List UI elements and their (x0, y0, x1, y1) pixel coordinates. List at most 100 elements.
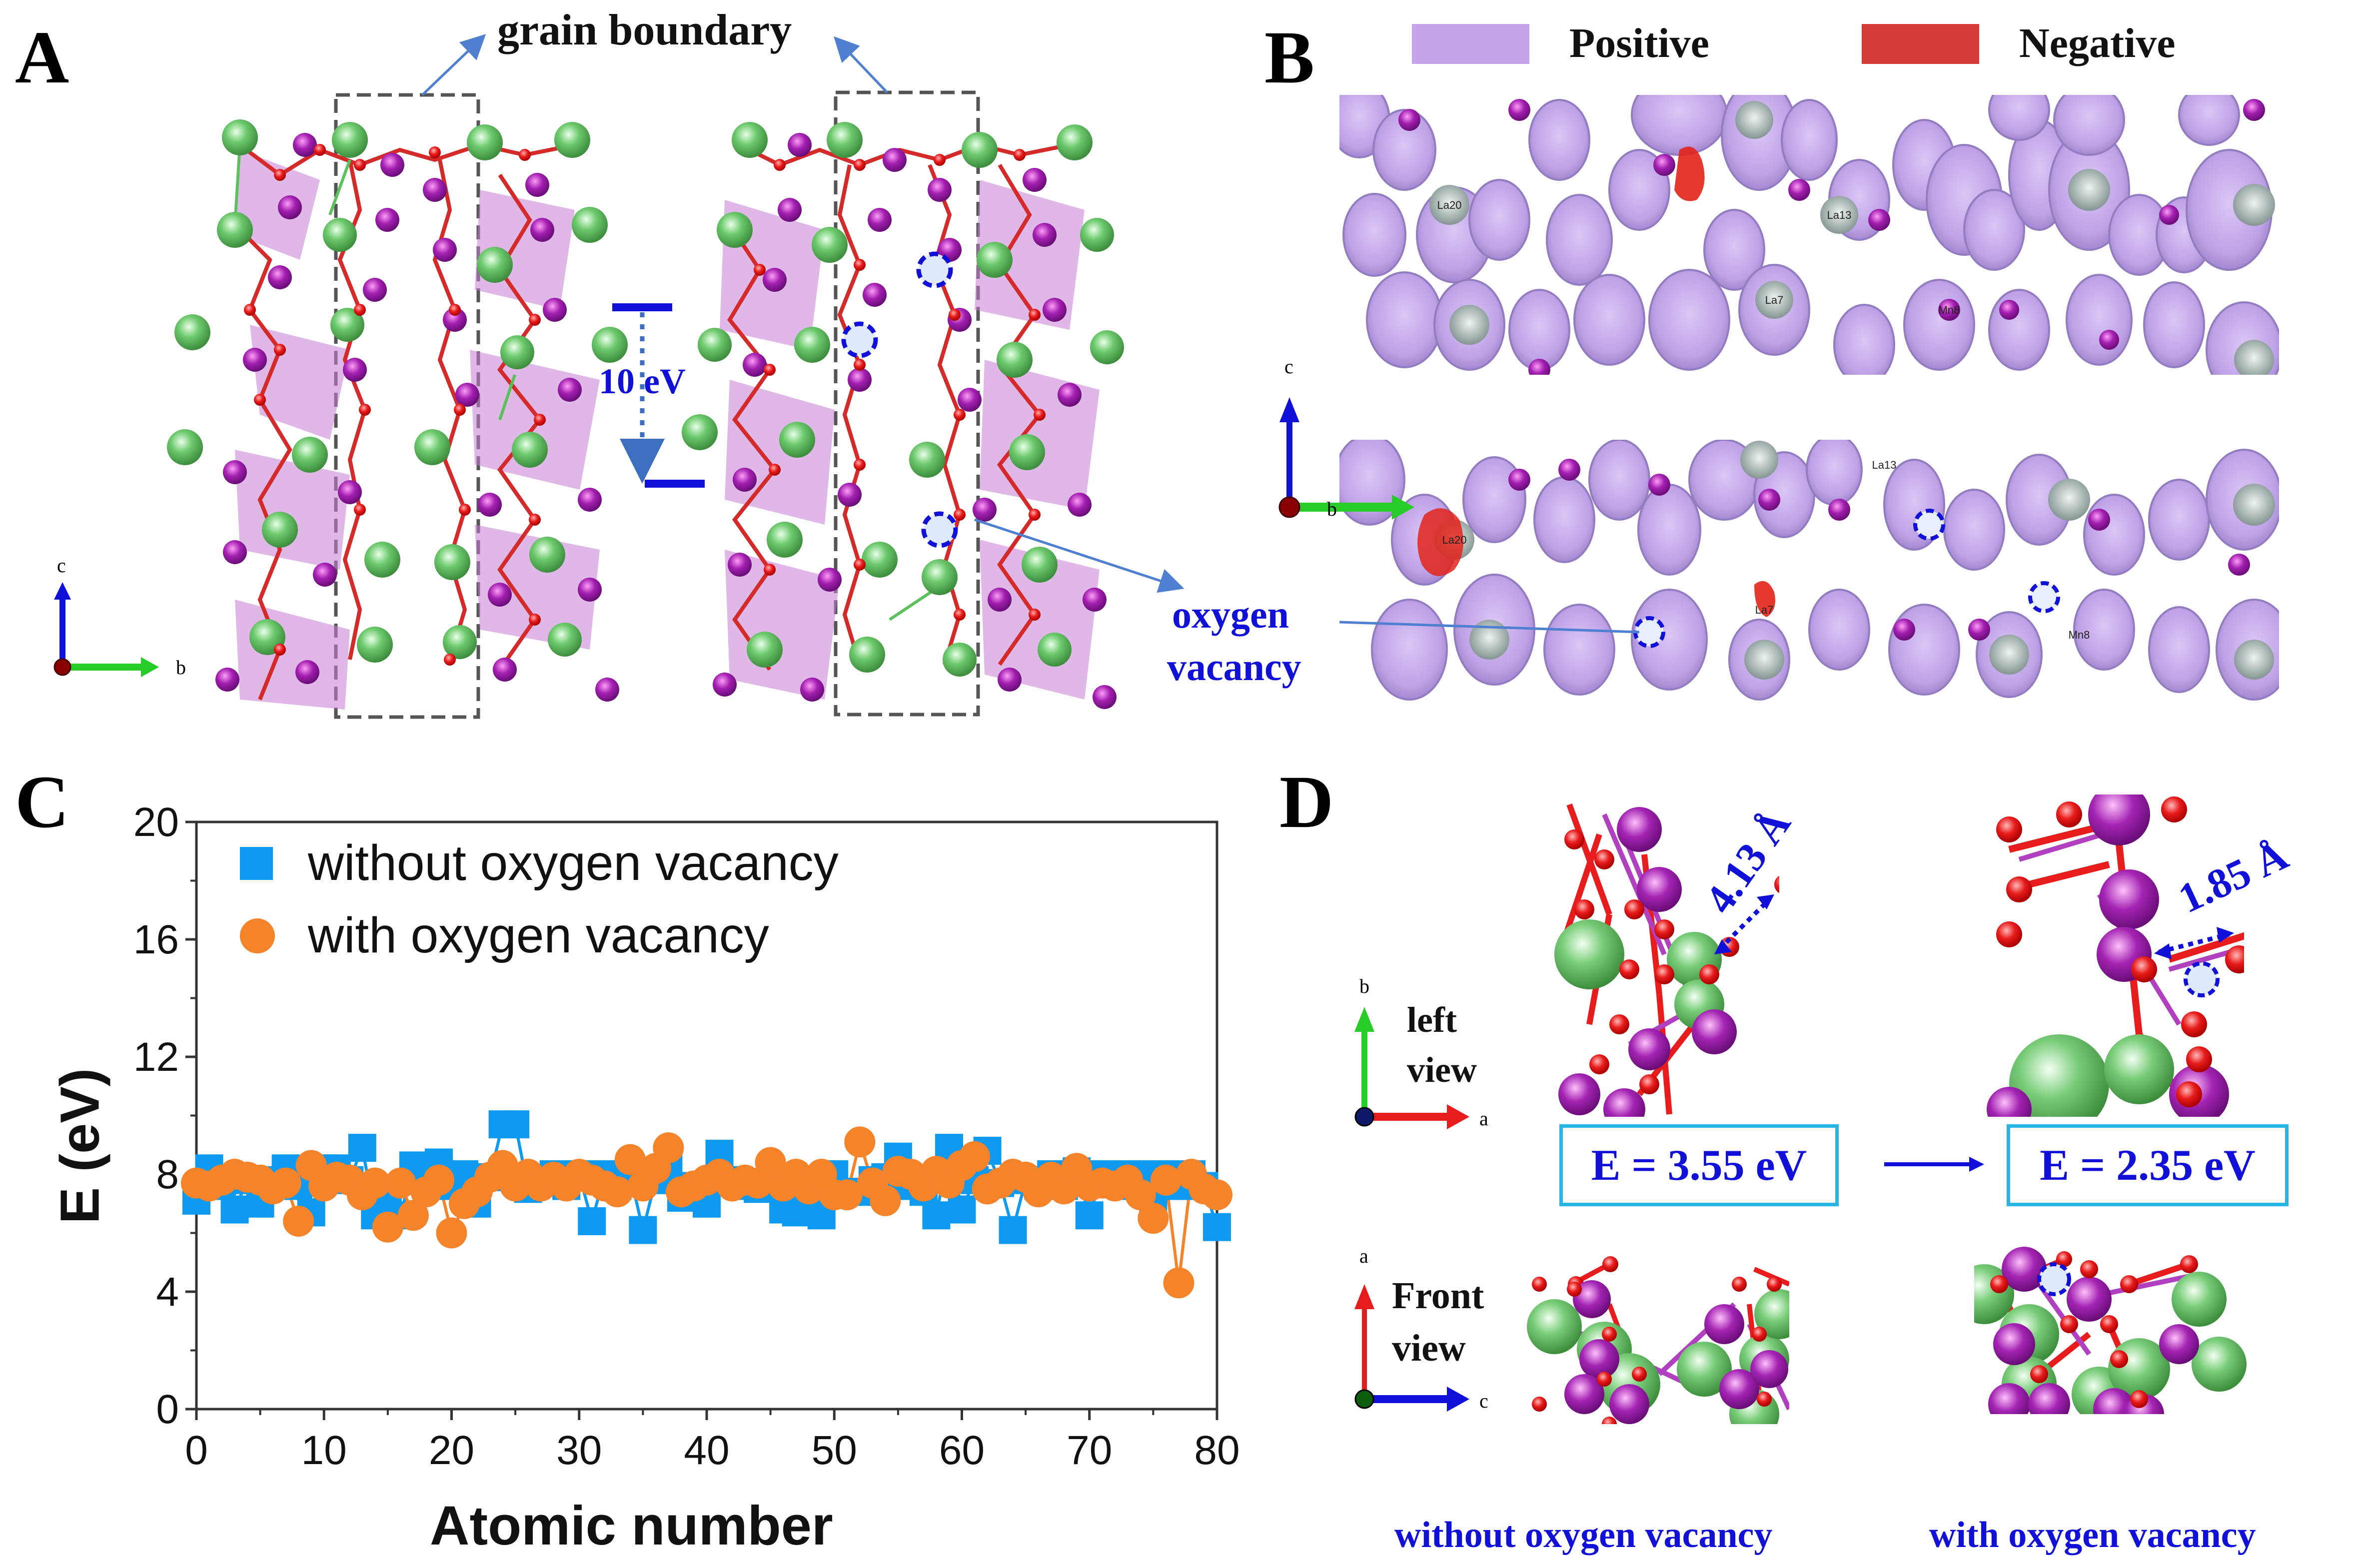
atom-label-la20-bottom: La20 (1442, 534, 1467, 546)
energy-box-without: E = 3.55 eV (1559, 1124, 1839, 1206)
y-tick-label: 20 (133, 799, 179, 845)
data-point-circle (436, 1217, 467, 1249)
x-tick-label: 10 (301, 1428, 347, 1473)
atom-label-la20-top: La20 (1437, 199, 1462, 211)
data-point-square (220, 1195, 249, 1224)
legend-label-with: with oxygen vacancy (308, 907, 769, 963)
atom-label-la7-top: La7 (1765, 294, 1784, 306)
x-axis-title: Atomic number (430, 1495, 833, 1557)
data-point-circle (423, 1164, 454, 1196)
panel-d-structures: 4.13 Å 1.85 Å (1354, 794, 2295, 1424)
x-tick-label: 50 (812, 1428, 857, 1473)
data-point-circle (602, 1176, 633, 1208)
panel-b-axis-b-label: b (1327, 498, 1337, 520)
data-point-square (922, 1201, 951, 1230)
data-point-circle (831, 1179, 863, 1211)
data-point-circle (397, 1200, 429, 1231)
front-view-axis-a-label: a (1359, 1245, 1368, 1267)
atom-label-la13-bottom: La13 (1872, 459, 1897, 471)
x-tick-label: 0 (185, 1428, 208, 1473)
data-point-circle (270, 1167, 301, 1199)
data-point-circle (385, 1167, 416, 1199)
y-tick-label: 4 (156, 1269, 179, 1315)
data-point-square (629, 1216, 657, 1244)
data-point-circle (372, 1211, 403, 1243)
x-tick-label: 30 (556, 1428, 602, 1473)
energy-box-with: E = 2.35 eV (2007, 1124, 2289, 1206)
grain-boundary-label: grain boundary (497, 6, 792, 54)
panel-a: A grain boundary (0, 0, 1329, 735)
data-point-square (501, 1110, 530, 1139)
panel-a-axis-c-label: c (57, 554, 66, 577)
data-point-square (1075, 1201, 1104, 1230)
panel-d-letter: D (1279, 761, 1334, 843)
distance-4-13-label: 4.13 Å (1696, 801, 1800, 922)
data-point-square (999, 1216, 1027, 1244)
left-view-axis-b-label: b (1359, 975, 1369, 997)
front-view-label-line1: Front (1392, 1275, 1484, 1317)
data-point-circle (870, 1185, 901, 1216)
left-view-label-line1: left (1407, 1000, 1457, 1040)
panel-a-axis-b-label: b (176, 656, 186, 679)
atom-label-la13-top: La13 (1827, 209, 1852, 221)
data-point-square (578, 1207, 606, 1235)
energy-10ev-label: 10 eV (599, 361, 686, 401)
data-point-circle (1201, 1179, 1232, 1211)
legend-negative-label: Negative (2019, 20, 2176, 66)
panel-d: D 4.13 Å (1259, 745, 2361, 1568)
y-tick-label: 16 (133, 917, 179, 962)
left-view-label-line2: view (1407, 1050, 1477, 1090)
panel-b: B Positive Negative (1259, 0, 2361, 735)
data-point-square (948, 1195, 976, 1224)
atom-label-mn8-top: Mn8 (1939, 304, 1960, 316)
legend-negative-swatch (1862, 24, 1979, 64)
plot-area (195, 820, 1218, 1411)
data-point-circle (614, 1144, 646, 1175)
data-point-square (1203, 1213, 1231, 1241)
panel-b-charge-density: La20 La13 La7 Mn8 (1278, 95, 2279, 705)
data-point-circle (959, 1141, 991, 1172)
atom-label-la7-bottom: La7 (1755, 604, 1774, 616)
data-point-circle (1125, 1179, 1156, 1211)
panel-b-letter: B (1264, 16, 1315, 99)
data-point-circle (1138, 1203, 1169, 1234)
data-point-circle (1163, 1267, 1194, 1299)
y-tick-label: 0 (156, 1387, 179, 1432)
y-tick-label: 8 (156, 1152, 179, 1197)
panel-b-axis-c-label: c (1284, 355, 1293, 378)
data-point-circle (1150, 1164, 1181, 1196)
front-view-label-line2: view (1392, 1327, 1466, 1369)
x-tick-label: 60 (939, 1428, 985, 1473)
x-tick-label: 20 (429, 1428, 474, 1473)
panel-a-structure (53, 34, 1184, 719)
x-tick-label: 40 (684, 1428, 729, 1473)
square-marker-icon (240, 846, 273, 880)
front-view-axis-c-label: c (1479, 1390, 1488, 1412)
legend-positive-swatch (1412, 24, 1529, 64)
data-point-circle (283, 1206, 314, 1237)
x-tick-label: 70 (1067, 1428, 1112, 1473)
legend-positive-label: Positive (1569, 20, 1709, 66)
caption-without-vacancy: without oxygen vacancy (1394, 1515, 1773, 1556)
left-view-axis-a-label: a (1479, 1107, 1488, 1130)
data-point-circle (653, 1132, 684, 1164)
x-tick-label: 80 (1194, 1428, 1239, 1473)
data-point-circle (755, 1147, 786, 1178)
legend-label-without: without oxygen vacancy (308, 835, 839, 891)
caption-with-vacancy: with oxygen vacancy (1929, 1515, 2256, 1556)
oxygen-vacancy-label-line2: vacancy (1167, 645, 1301, 689)
circle-marker-icon (240, 918, 275, 953)
legend-item-with: with oxygen vacancy (240, 907, 769, 964)
legend-item-without: without oxygen vacancy (240, 834, 839, 892)
panel-a-letter: A (15, 16, 69, 99)
distance-1-85-label: 1.85 Å (2172, 831, 2295, 922)
data-point-circle (359, 1167, 391, 1199)
panel-c-letter: C (15, 761, 69, 843)
y-axis-title: E (eV) (49, 1068, 111, 1224)
data-point-square (348, 1134, 376, 1162)
data-point-circle (844, 1126, 876, 1158)
oxygen-vacancy-label-line1: oxygen (1172, 593, 1289, 636)
atom-label-mn8-bottom: Mn8 (2069, 629, 2090, 641)
